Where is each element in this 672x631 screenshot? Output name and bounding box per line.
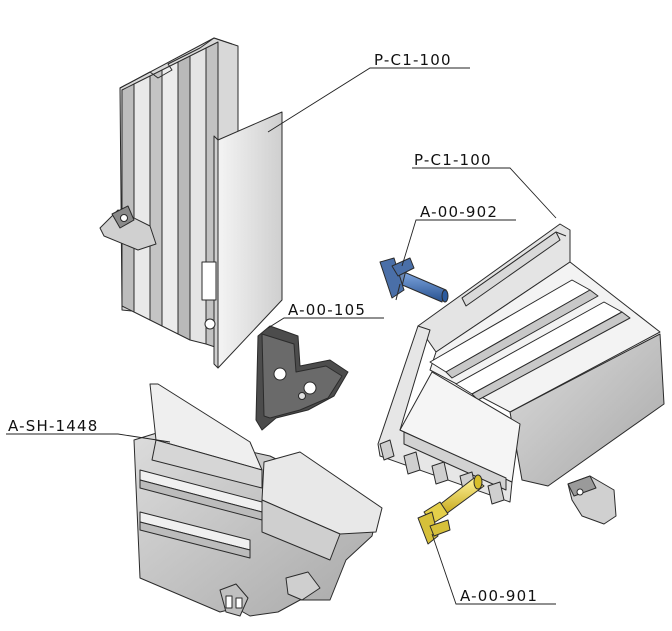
label-a-00-901: A-00-901 [460, 587, 538, 605]
leader-a-00-901 [431, 533, 556, 605]
yellow-pin-a-00-901 [417, 474, 485, 545]
label-a-00-902: A-00-902 [420, 203, 498, 221]
leader-p-c1-100-right [412, 167, 557, 219]
leader-a-sh-1448 [6, 433, 171, 443]
leader-a-00-105 [267, 317, 384, 329]
label-a-00-105: A-00-105 [288, 301, 366, 319]
label-a-sh-1448: A-SH-1448 [8, 417, 99, 435]
label-p-c1-100-right: P-C1-100 [414, 151, 492, 169]
horizontal-profile-p-c1-100 [377, 223, 665, 505]
leader-p-c1-100-top [267, 67, 470, 133]
shelf-a-sh-1448 [133, 383, 383, 617]
part-labels: P-C1-100 P-C1-100 A-00-902 A-00-105 A-SH… [8, 51, 538, 605]
leader-a-00-902 [401, 219, 516, 267]
gasket-a-00-105 [255, 325, 349, 431]
small-clip [567, 475, 617, 525]
blue-pin-a-00-902 [379, 257, 449, 303]
label-p-c1-100-top: P-C1-100 [374, 51, 452, 69]
vertical-profile-p-c1-100 [99, 37, 283, 369]
leader-lines [6, 67, 557, 605]
